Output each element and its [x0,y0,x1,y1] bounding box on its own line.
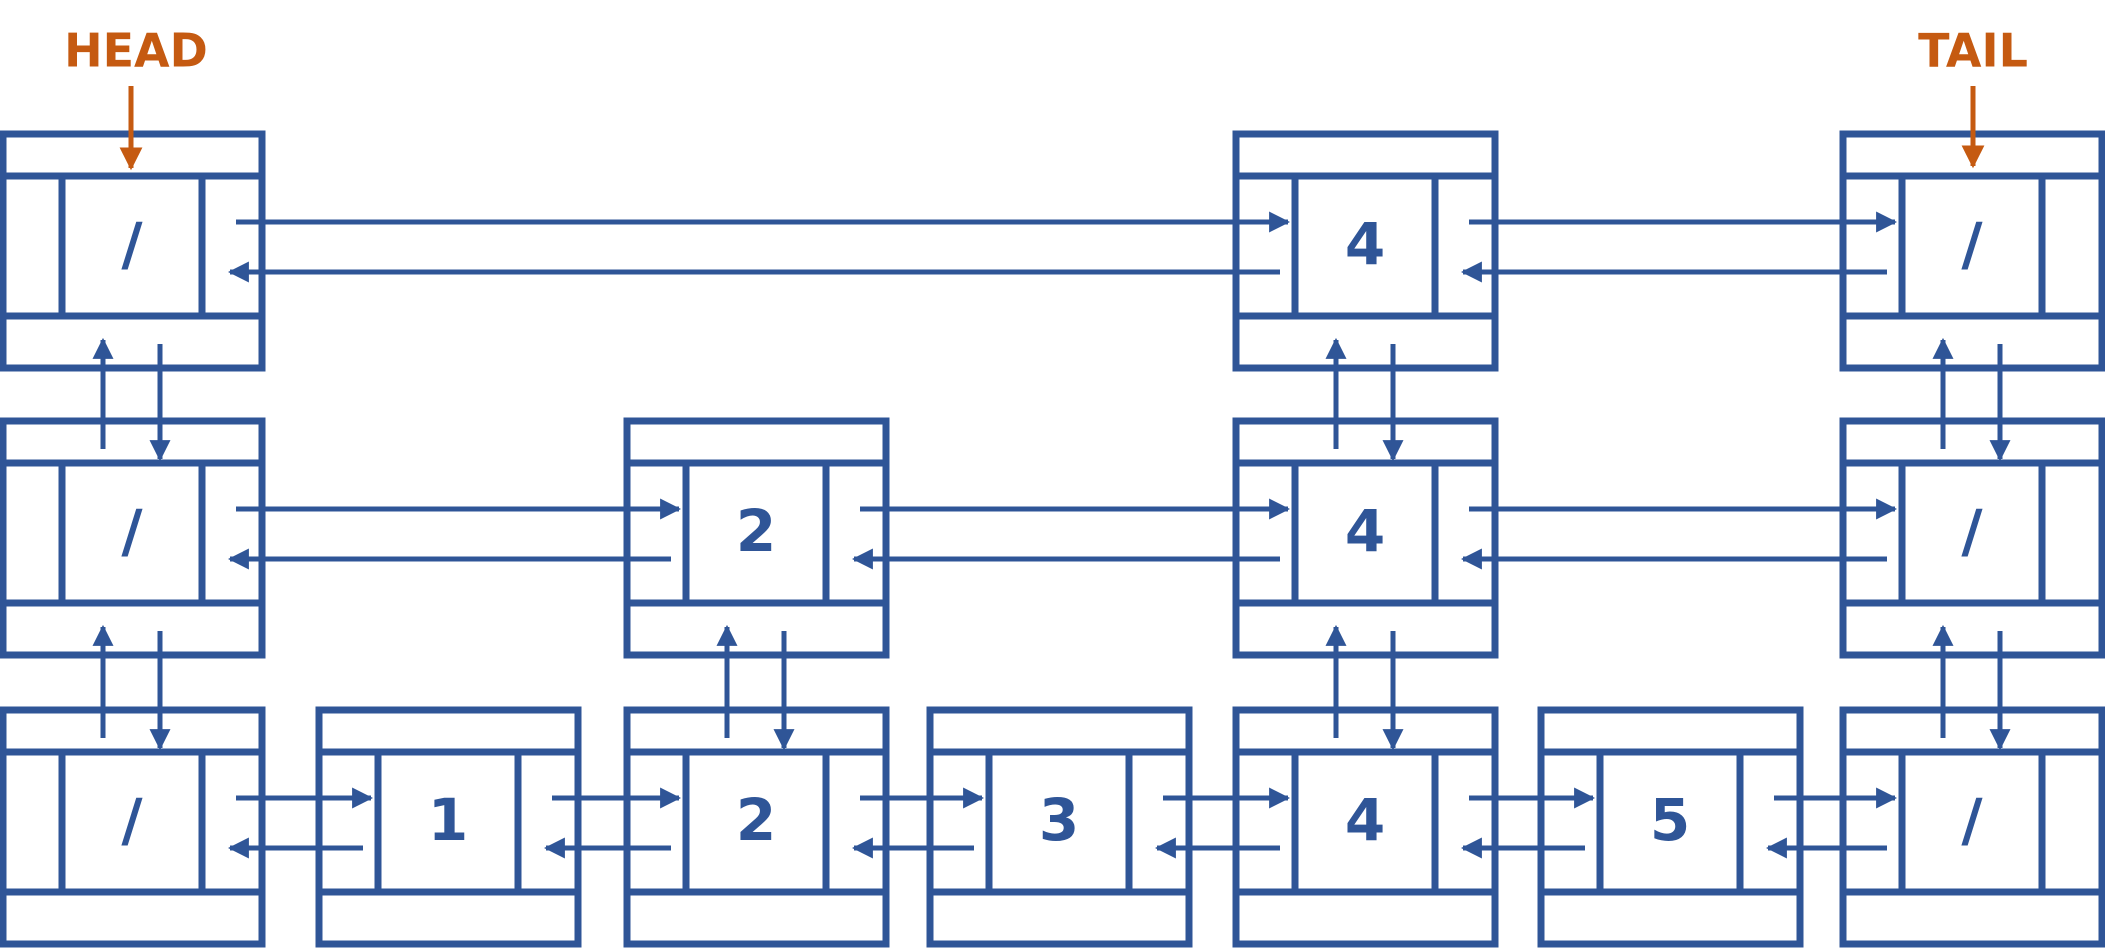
node-outline [1232,417,1499,659]
skip-list-node: 1 [315,706,582,948]
node-outline [1232,130,1499,372]
node-value: 4 [1345,786,1385,854]
node-value: / [121,786,143,854]
node-outline [0,417,266,659]
node-outline [926,706,1193,948]
skip-list-node: 5 [1537,706,1804,948]
skip-list-node: 2 [623,417,890,659]
skip-list-node: / [0,130,266,372]
node-value: / [121,210,143,278]
node-value: 1 [428,786,468,854]
node-outline [315,706,582,948]
skip-list-node: 4 [1232,417,1499,659]
node-outline [623,417,890,659]
skip-list-node: 4 [1232,130,1499,372]
skip-list-node: 3 [926,706,1193,948]
skip-list-node: / [0,706,266,948]
node-value: 3 [1039,786,1079,854]
skip-list-node: / [0,417,266,659]
head-label: HEAD [64,24,208,78]
node-value: 4 [1345,497,1385,565]
node-outline [1839,706,2105,948]
node-value: / [1961,497,1983,565]
links-layer [92,211,2011,859]
node-outline [1839,417,2105,659]
node-value: / [121,497,143,565]
skip-list-node: / [1839,417,2105,659]
skip-list-node: / [1839,706,2105,948]
skip-list-node: 4 [1232,706,1499,948]
skip-list-node: / [1839,130,2105,372]
node-value: / [1961,786,1983,854]
node-outline [623,706,890,948]
skip-list-node: 2 [623,706,890,948]
pointers-layer: HEAD TAIL [64,24,2028,171]
node-outline [0,706,266,948]
tail-label: TAIL [1918,24,2028,78]
node-value: 2 [736,786,776,854]
node-value: / [1961,210,1983,278]
node-value: 2 [736,497,776,565]
node-outline [1537,706,1804,948]
nodes-layer: / 4 / / 2 4 / / 1 2 3 4 5 / [0,130,2105,948]
node-outline [1232,706,1499,948]
node-value: 5 [1650,786,1690,854]
node-value: 4 [1345,210,1385,278]
